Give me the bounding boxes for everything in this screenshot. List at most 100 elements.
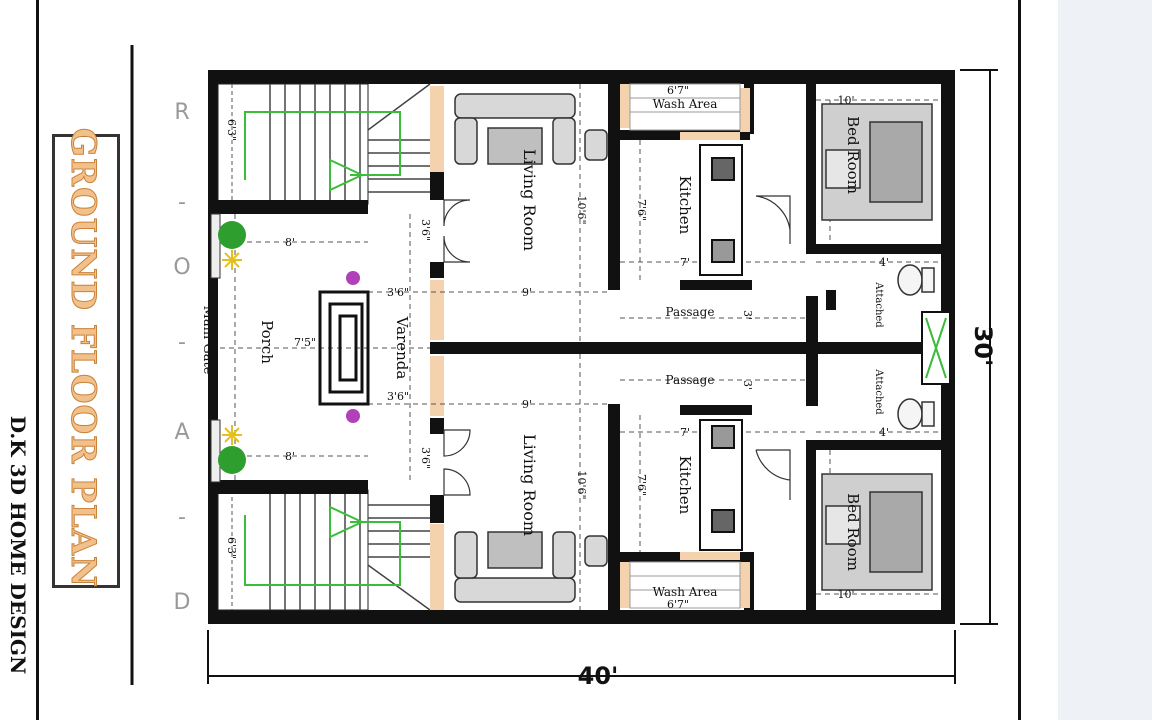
road-letter-dash-2: - (178, 330, 186, 355)
dim-living-d-bottom: 10'6" (575, 470, 588, 499)
label-attached-top: Attached (873, 281, 884, 328)
sheet-border-right (1018, 0, 1021, 720)
road-letter-d: D (173, 590, 191, 615)
kitchen-counter-top (699, 144, 743, 276)
overall-dims (207, 69, 998, 684)
label-passage-bottom: Passage (666, 373, 715, 387)
label-kitchen-bottom: Kitchen (676, 456, 694, 515)
wash-tiles-top (629, 83, 741, 131)
flower-magenta-bottom (346, 409, 360, 423)
dim-passage-top: 3' (741, 310, 754, 320)
dim-bed-w-top: 10' (837, 94, 854, 107)
bath-divider (808, 296, 818, 406)
dim-passage-bottom: 3' (741, 380, 754, 390)
wall-stair-bottom (208, 480, 368, 494)
wall-living-left-top-b (430, 262, 444, 278)
flower-bottom (222, 425, 242, 445)
dim-wash-top: 6'7" (667, 84, 689, 97)
wall-top (208, 70, 953, 84)
wall-stair-top (208, 200, 368, 214)
dim-var-top: 3'6" (387, 286, 409, 299)
label-wash-bottom: Wash Area (653, 585, 718, 599)
doors (443, 195, 791, 500)
label-kitchen-top: Kitchen (676, 176, 694, 235)
label-main-gate: Main Gate (200, 306, 215, 375)
dim-porch-depth: 7'5" (294, 336, 316, 349)
dim-porch-w-top: 8' (285, 236, 295, 249)
bed-top (821, 103, 933, 221)
wall-bed-left-bottom (806, 450, 816, 610)
bath-vent (921, 311, 951, 385)
toilets (897, 264, 935, 430)
sofa-bottom (454, 531, 608, 603)
dim-var-bottom: 3'6" (387, 390, 409, 403)
stair-treads-bottom (269, 490, 431, 611)
label-porch: Porch (258, 320, 276, 364)
label-wash-top: Wash Area (653, 97, 718, 111)
wall-left (208, 70, 218, 624)
gate-pillars (210, 213, 221, 483)
wall-living-left-top-a (430, 172, 444, 200)
wall-kitchen-bottom-top (680, 280, 752, 290)
dim-kitchen-w-bottom: 7'6" (635, 474, 648, 496)
dim-living-w-bottom: 9' (522, 398, 532, 411)
label-bed-bottom: Bed Room (844, 493, 862, 571)
dim-porch-w-bottom: 8' (285, 450, 295, 463)
dim-living-d-top: 10'6" (575, 195, 588, 224)
title-frame (52, 134, 120, 588)
wall-bed-left-top (806, 84, 816, 244)
flower-top (222, 250, 242, 270)
dim-attached-bottom: 4' (879, 426, 889, 439)
stair-top (217, 83, 431, 205)
dim-stair-top: 6'3" (225, 119, 238, 141)
wash-tiles-bottom (629, 561, 741, 609)
plant-bottom (218, 446, 246, 474)
plant-top (218, 221, 246, 249)
overall-depth-label: 30' (969, 326, 997, 367)
stair-arrow-top (244, 111, 401, 180)
road-letter-dash-1: - (178, 190, 186, 215)
dim-kitchen-d-top: 7' (680, 256, 690, 269)
dim-attached-top: 4' (879, 256, 889, 269)
road-letter-dash-3: - (178, 505, 186, 530)
stair-treads-top (269, 83, 431, 204)
dim-kitchen-w-top: 7'6" (635, 199, 648, 221)
road-letter-r: R (174, 100, 190, 125)
label-passage-top: Passage (666, 305, 715, 319)
dim-living-w-top: 9' (522, 286, 532, 299)
dim-door-bottom: 3'6" (419, 447, 432, 469)
dim-kitchen-d-bottom: 7' (680, 426, 690, 439)
dim-bed-d-bottom: 8'8" (803, 514, 816, 536)
wall-living-left-bottom-b (430, 495, 444, 523)
label-bed-top: Bed Room (844, 116, 862, 194)
wall-living-left-bottom-a (430, 418, 444, 434)
wall-bath-bottom (806, 440, 941, 450)
road-letter-o: O (173, 255, 191, 280)
dim-bed-w-bottom: 10' (837, 588, 854, 601)
wall-center-divider (430, 342, 940, 354)
wall-bath-top (806, 244, 941, 254)
sofa-top (454, 93, 608, 165)
wall-kitchen-left-bottom (608, 404, 620, 610)
stair-bottom (217, 489, 431, 611)
plants (218, 221, 360, 474)
label-varenda: Varenda (393, 316, 411, 380)
right-panel (1058, 0, 1152, 720)
label-attached-bottom: Attached (873, 368, 884, 415)
overall-width-label: 40' (578, 662, 619, 690)
dim-stair-bottom: 6'3" (225, 537, 238, 559)
wall-kitchen-left-top (608, 84, 620, 290)
flower-magenta-top (346, 271, 360, 285)
wall-bottom (208, 610, 953, 624)
dim-door-top: 3'6" (419, 219, 432, 241)
dim-wash-bottom: 6'7" (667, 598, 689, 611)
label-living-top: Living Room (520, 149, 539, 251)
wall-kitchen-top-bottom (680, 405, 752, 415)
verandah-feature (318, 290, 370, 406)
stair-arrow-bottom (244, 515, 401, 586)
kitchen-counter-bottom (699, 419, 743, 551)
bed-bottom (821, 473, 933, 591)
label-living-bottom: Living Room (520, 434, 539, 536)
road-letter-a: A (174, 420, 190, 445)
